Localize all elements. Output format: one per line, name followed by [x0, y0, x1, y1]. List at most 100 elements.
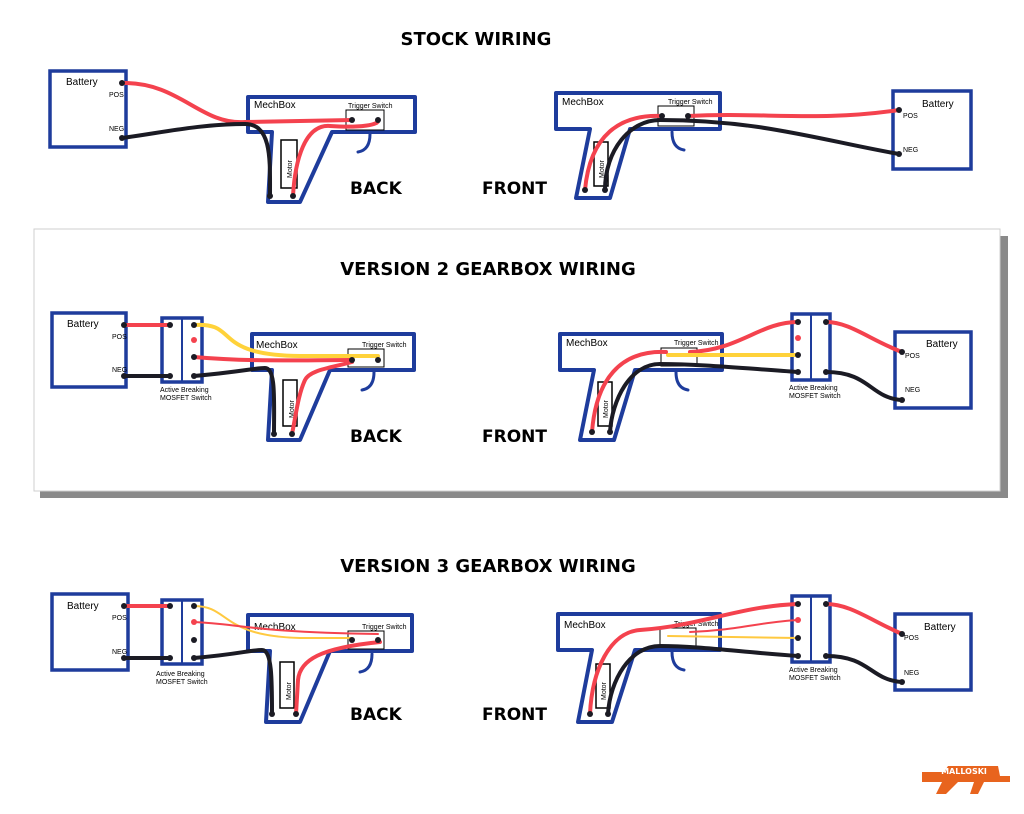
- terminal: [795, 369, 801, 375]
- signal-wire: [193, 605, 353, 639]
- mosfet-label-1: Active Breaking: [789, 667, 838, 674]
- stock-front-view: MechBox Trigger Switch Motor Battery POS…: [482, 89, 973, 200]
- terminal: [899, 631, 905, 637]
- battery-box: [50, 592, 130, 672]
- terminal: [795, 352, 801, 358]
- terminal: [271, 431, 277, 437]
- terminal: [191, 337, 197, 343]
- trigger-icon: [670, 650, 686, 672]
- version2-section: VERSION 2 GEARBOX WIRING Battery POS NEG…: [50, 259, 973, 447]
- motor-neg-wire: [606, 643, 800, 716]
- stock-back-view: Battery POS NEG MechBox Trigger Switch M…: [48, 69, 417, 204]
- trigger-switch-label: Trigger Switch: [348, 103, 393, 110]
- switch-wire: [689, 619, 799, 633]
- terminal: [823, 653, 829, 659]
- terminal: [191, 373, 197, 379]
- motor-pos-wire: [290, 360, 354, 436]
- negative-wire: [120, 121, 273, 198]
- section-title: VERSION 3 GEARBOX WIRING: [340, 556, 636, 577]
- terminal: [121, 322, 127, 328]
- trigger-switch-label: Trigger Switch: [668, 99, 713, 106]
- terminal: [167, 603, 173, 609]
- mosfet-label-2: MOSFET Switch: [789, 393, 841, 400]
- mosfet-label-1: Active Breaking: [789, 385, 838, 392]
- motor-wire: [291, 118, 380, 198]
- battery-label: Battery: [67, 601, 99, 612]
- terminal: [685, 113, 691, 119]
- back-label: BACK: [350, 179, 403, 199]
- terminal: [823, 319, 829, 325]
- terminal: [349, 357, 355, 363]
- terminal: [191, 603, 197, 609]
- trigger-icon: [358, 652, 374, 674]
- mechbox-label: MechBox: [562, 97, 604, 108]
- terminal: [602, 187, 608, 193]
- motor-neg-wire: [192, 365, 277, 436]
- version3-section: VERSION 3 GEARBOX WIRING Battery POS NEG…: [50, 556, 973, 725]
- mechbox-label: MechBox: [254, 100, 296, 111]
- back-label: BACK: [350, 705, 403, 725]
- neg-label: NEG: [109, 126, 124, 133]
- motor-label: Motor: [601, 681, 608, 700]
- rifle-icon: [922, 766, 1010, 794]
- terminal: [795, 601, 801, 607]
- terminal: [119, 80, 125, 86]
- pos-label: POS: [112, 615, 127, 622]
- mechbox-label: MechBox: [566, 338, 608, 349]
- positive-wire: [824, 602, 904, 636]
- terminal: [375, 637, 381, 643]
- motor-label: Motor: [289, 399, 296, 418]
- terminal: [191, 354, 197, 360]
- front-label: FRONT: [482, 427, 547, 447]
- trigger-switch-label: Trigger Switch: [362, 342, 407, 349]
- logo-text: MALLOSKI: [941, 767, 987, 776]
- version3-back-view: Battery POS NEG Active Breaking MOSFET S…: [50, 592, 414, 725]
- positive-wire: [120, 80, 354, 125]
- neg-label: NEG: [112, 367, 127, 374]
- trigger-switch: [347, 348, 385, 368]
- terminal: [349, 117, 355, 123]
- battery-box: [893, 612, 973, 692]
- negative-wire: [824, 370, 904, 402]
- terminal: [167, 655, 173, 661]
- front-label: FRONT: [482, 179, 547, 199]
- pos-label: POS: [112, 334, 127, 341]
- trigger-switch-label: Trigger Switch: [674, 340, 719, 347]
- terminal: [119, 135, 125, 141]
- pos-label: POS: [904, 635, 919, 642]
- terminal: [191, 322, 197, 328]
- motor-label: Motor: [286, 681, 293, 700]
- battery-box: [50, 311, 128, 389]
- terminal: [293, 711, 299, 717]
- neg-label: NEG: [903, 147, 918, 154]
- terminal: [121, 603, 127, 609]
- terminal: [587, 711, 593, 717]
- pos-label: POS: [903, 113, 918, 120]
- terminal: [899, 349, 905, 355]
- motor-label: Motor: [287, 159, 294, 178]
- back-label: BACK: [350, 427, 403, 447]
- trigger-icon: [356, 132, 372, 154]
- mosfet-label-2: MOSFET Switch: [789, 675, 841, 682]
- battery-box: [48, 69, 128, 149]
- switch-wire: [193, 621, 379, 635]
- stock-section: STOCK WIRING Battery POS NEG MechBox Tri…: [48, 29, 973, 204]
- motor: [279, 661, 295, 709]
- trigger-icon: [670, 130, 686, 152]
- terminal: [589, 429, 595, 435]
- battery-label: Battery: [924, 622, 956, 633]
- terminal: [289, 431, 295, 437]
- neg-label: NEG: [905, 387, 920, 394]
- negative-wire: [824, 654, 904, 684]
- version2-front-view: MechBox Trigger Switch Motor Active Brea…: [482, 312, 973, 447]
- terminal: [375, 117, 381, 123]
- terminal: [167, 322, 173, 328]
- battery-label: Battery: [922, 99, 954, 110]
- terminal: [191, 655, 197, 661]
- motor: [595, 663, 611, 709]
- motor-wire: [583, 113, 664, 192]
- mosfet-label-2: MOSFET Switch: [160, 395, 212, 402]
- mosfet-label-1: Active Breaking: [156, 671, 205, 678]
- section-title: VERSION 2 GEARBOX WIRING: [340, 259, 636, 280]
